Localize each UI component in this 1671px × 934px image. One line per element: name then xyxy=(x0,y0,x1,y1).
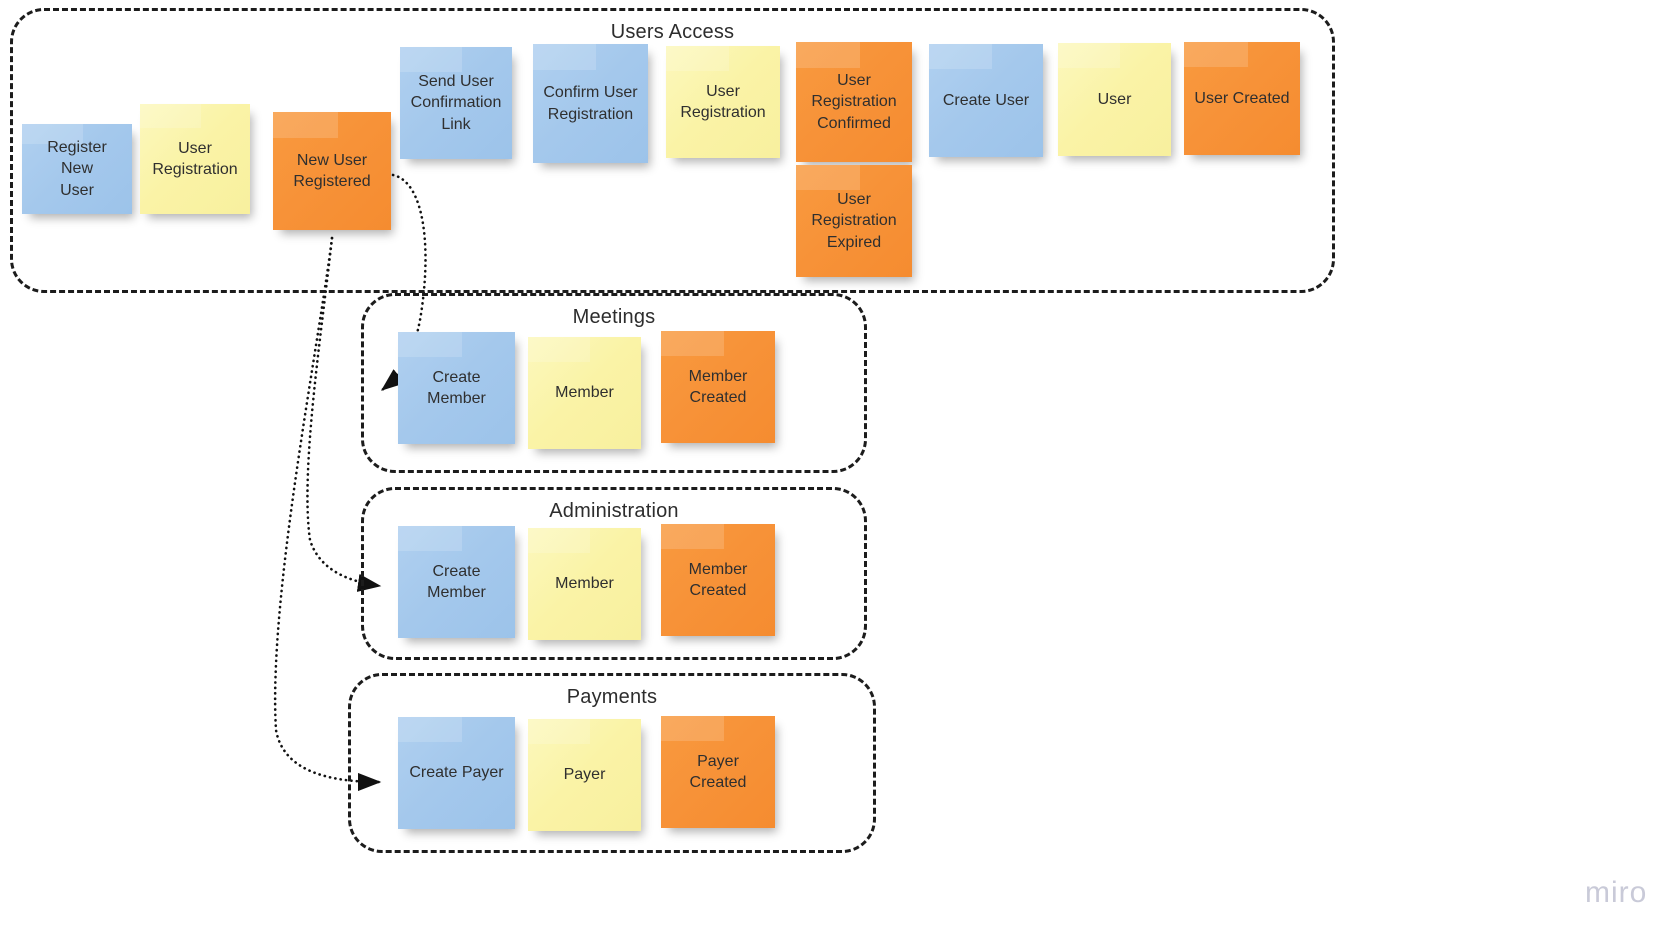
sticky-note-label: Member xyxy=(555,575,614,593)
sticky-note-user-registration-1[interactable]: User Registration xyxy=(140,104,250,214)
sticky-note-user-registration-expired[interactable]: User Registration Expired xyxy=(796,165,912,277)
sticky-note-label: Create Member xyxy=(427,368,486,407)
sticky-note-user-registration-confirmed[interactable]: User Registration Confirmed xyxy=(796,42,912,162)
sticky-note-label: Create Member xyxy=(427,562,486,601)
sticky-note-label: Member Created xyxy=(688,367,748,406)
sticky-note-label: Send User Confirmation Link xyxy=(410,73,502,133)
sticky-note-label: Create Payer xyxy=(409,764,504,782)
sticky-note-administration-create-member[interactable]: Create Member xyxy=(398,526,515,638)
sticky-note-payments-create-payer[interactable]: Create Payer xyxy=(398,717,515,829)
context-meetings[interactable]: Meetings xyxy=(361,293,867,473)
sticky-note-label: User Created xyxy=(1194,89,1290,107)
sticky-note-create-user[interactable]: Create User xyxy=(929,44,1043,157)
sticky-note-label: Confirm User Registration xyxy=(543,84,638,123)
context-title-meetings: Meetings xyxy=(572,306,656,328)
context-title-administration: Administration xyxy=(549,500,679,522)
context-title-payments: Payments xyxy=(566,686,658,708)
sticky-note-label: Member xyxy=(555,384,614,402)
context-administration[interactable]: Administration xyxy=(361,487,867,660)
sticky-note-register-new-user[interactable]: Register New User xyxy=(22,124,132,214)
context-title-users-access: Users Access xyxy=(610,21,735,43)
context-users-access[interactable]: Users Access xyxy=(10,8,1335,293)
sticky-note-administration-member[interactable]: Member xyxy=(528,528,641,640)
sticky-note-meetings-member[interactable]: Member xyxy=(528,337,641,449)
sticky-note-label: User Registration xyxy=(152,139,238,178)
sticky-note-meetings-create-member[interactable]: Create Member xyxy=(398,332,515,444)
sticky-note-payments-payer[interactable]: Payer xyxy=(528,719,641,831)
context-payments[interactable]: Payments xyxy=(348,673,876,853)
sticky-note-label: User Registration Confirmed xyxy=(811,72,897,132)
miro-watermark: miro xyxy=(1585,876,1648,909)
sticky-note-send-user-confirmation-link[interactable]: Send User Confirmation Link xyxy=(400,47,512,159)
sticky-note-label: User Registration Expired xyxy=(811,191,897,251)
sticky-note-label: Member Created xyxy=(688,560,748,599)
sticky-note-user-created[interactable]: User Created xyxy=(1184,42,1300,155)
sticky-note-administration-member-created[interactable]: Member Created xyxy=(661,524,775,636)
sticky-note-new-user-registered[interactable]: New User Registered xyxy=(273,112,391,230)
sticky-note-confirm-user-registration[interactable]: Confirm User Registration xyxy=(533,44,648,163)
sticky-note-user[interactable]: User xyxy=(1058,43,1171,156)
sticky-note-meetings-member-created[interactable]: Member Created xyxy=(661,331,775,443)
sticky-note-label: Create User xyxy=(942,91,1030,109)
sticky-note-label: Register New User xyxy=(47,139,107,199)
sticky-note-label: New User Registered xyxy=(293,151,371,190)
sticky-note-label: Payer xyxy=(563,766,606,784)
sticky-note-payments-payer-created[interactable]: Payer Created xyxy=(661,716,775,828)
sticky-note-label: User xyxy=(1097,90,1132,108)
sticky-note-label: User Registration xyxy=(680,82,766,121)
sticky-note-user-registration-2[interactable]: User Registration xyxy=(666,46,780,158)
sticky-note-label: Payer Created xyxy=(689,752,747,791)
